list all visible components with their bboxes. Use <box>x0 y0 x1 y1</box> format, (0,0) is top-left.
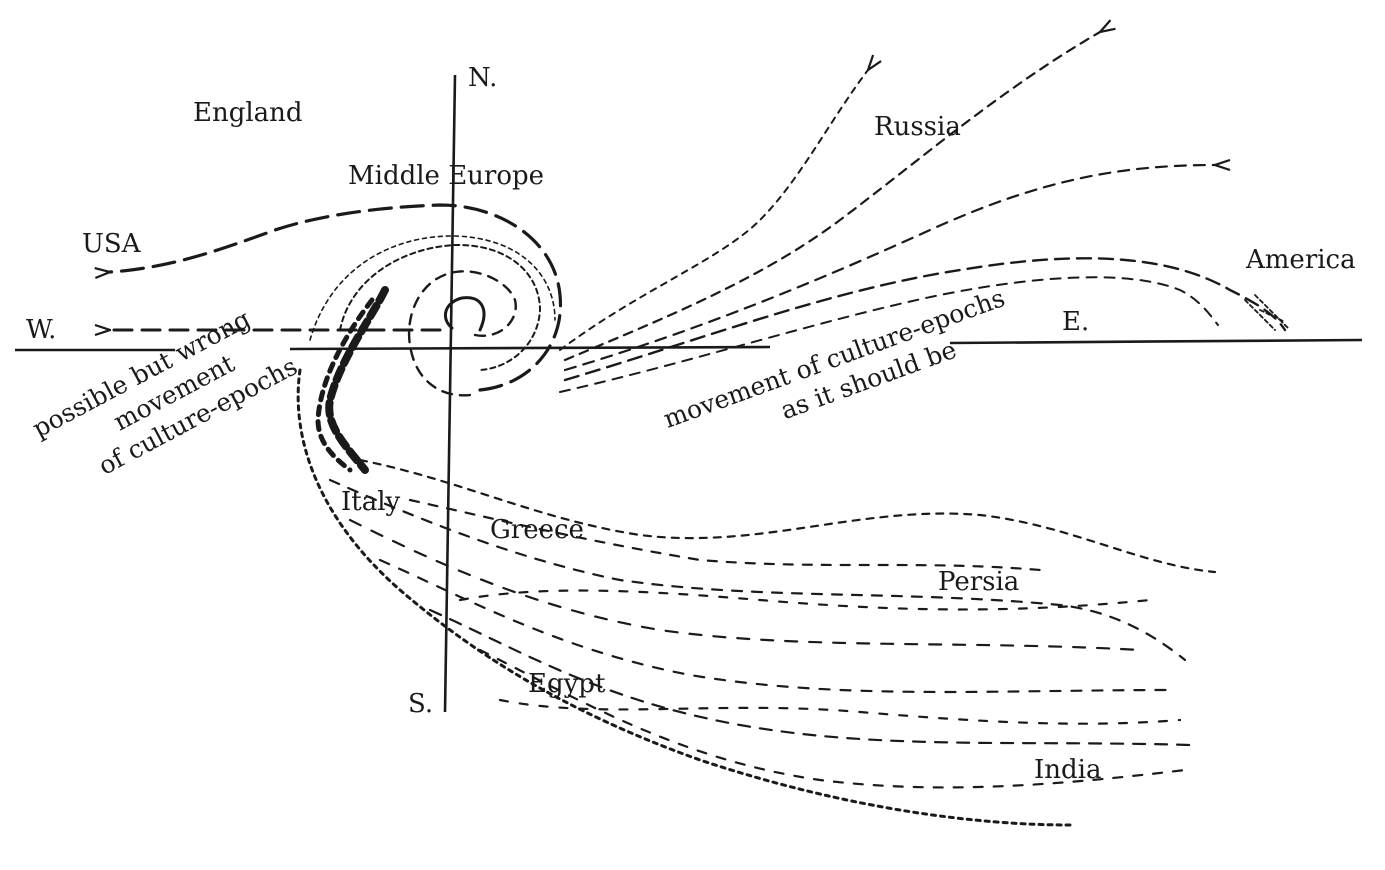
fan-upper-edge <box>358 458 1217 574</box>
england-label: England <box>193 98 303 128</box>
fan-inner-5 <box>478 648 1187 789</box>
south-label: S. <box>408 689 433 719</box>
stream-russia-3 <box>563 165 1215 372</box>
america-label: America <box>1245 245 1356 275</box>
west-label: W. <box>26 315 56 345</box>
italy-label: Italy <box>341 487 401 517</box>
india-label: India <box>1034 755 1101 785</box>
north-label: N. <box>468 63 497 93</box>
stream-america-1 <box>563 257 1287 382</box>
southern-fan <box>296 368 1217 827</box>
middle-europe-label: Middle Europe <box>348 161 544 191</box>
fan-inner-3 <box>378 558 1177 694</box>
vortex-outer-spiral <box>110 203 563 392</box>
vortex-outer-ring <box>309 235 556 341</box>
fan-inner-6 <box>458 589 1152 611</box>
vortex-mid-ring <box>339 243 542 371</box>
vortex-inner-spiral <box>407 270 517 397</box>
stream-america-2 <box>559 276 1219 393</box>
fan-inner-1 <box>328 478 1187 662</box>
wrong-movement-caption: possible but wrong movement of culture-e… <box>28 304 302 481</box>
labels: N. S. W. E. England Middle Europe USA Ru… <box>26 63 1356 785</box>
west-axis-center <box>289 345 771 351</box>
vortex-hook <box>443 296 486 332</box>
east-axis <box>949 338 1363 345</box>
stream-america-tip <box>1244 294 1289 331</box>
central-vortex <box>110 203 563 474</box>
right-movement-caption: movement of culture-epochs as it should … <box>660 283 1009 434</box>
egypt-label: Egypt <box>528 669 606 699</box>
eastward-streams <box>559 32 1289 393</box>
east-label: E. <box>1062 307 1089 337</box>
fan-inner-4 <box>428 608 1192 747</box>
persia-label: Persia <box>938 567 1019 597</box>
italy-thick-stroke <box>325 286 389 474</box>
usa-label: USA <box>82 229 142 259</box>
fan-outer-edge <box>296 368 1072 827</box>
russia-label: Russia <box>874 112 961 142</box>
greece-label: Greece <box>490 515 584 545</box>
fan-inner-7 <box>498 698 1182 725</box>
stream-russia-2 <box>563 32 1100 362</box>
fan-inner-2 <box>348 518 1142 652</box>
stream-russia-1 <box>559 70 868 351</box>
